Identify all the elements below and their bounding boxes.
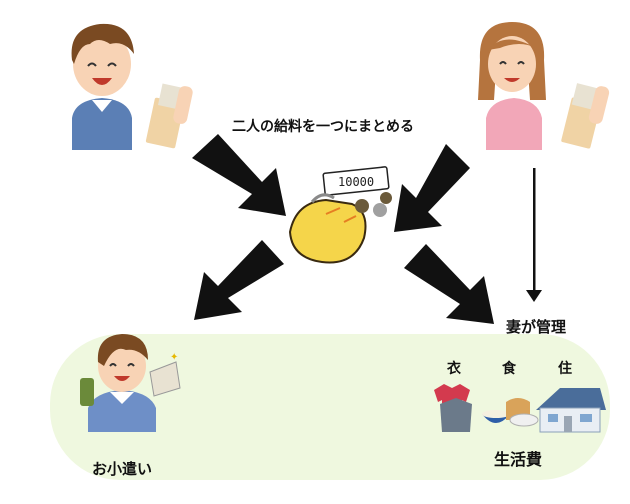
category-food-label: 食 bbox=[502, 361, 516, 377]
arrow-purse-to-allowance bbox=[194, 240, 284, 320]
living-expenses-label: 生活費 bbox=[494, 450, 543, 469]
house-icon bbox=[536, 388, 606, 433]
allowance-label: お小遣い bbox=[92, 460, 153, 478]
pay-envelope-icon bbox=[561, 83, 610, 149]
arrow-wife-down-line bbox=[533, 168, 536, 294]
headline: 二人の給料を一つにまとめる bbox=[232, 119, 414, 135]
category-clothing-label: 衣 bbox=[447, 361, 461, 377]
arrows bbox=[192, 134, 542, 324]
clothes-icon bbox=[434, 384, 472, 432]
category-housing-label: 住 bbox=[558, 361, 572, 377]
wife-avatar-icon bbox=[478, 22, 546, 150]
coin-purse-icon bbox=[288, 166, 392, 264]
arrow-wife-down-head bbox=[526, 290, 542, 302]
wife-manages-label: 妻が管理 bbox=[506, 318, 567, 336]
arrow-wife-to-purse bbox=[394, 144, 470, 232]
arrow-purse-to-living bbox=[404, 244, 494, 324]
banknote-value: 10000 bbox=[338, 175, 375, 189]
svg-text:✦: ✦ bbox=[170, 352, 178, 363]
arrow-husband-to-purse bbox=[192, 134, 286, 216]
pay-envelope-icon bbox=[145, 83, 193, 149]
husband-avatar-icon bbox=[71, 23, 134, 150]
food-icon bbox=[482, 398, 539, 427]
husband-money-icon: ✦ bbox=[80, 334, 181, 432]
